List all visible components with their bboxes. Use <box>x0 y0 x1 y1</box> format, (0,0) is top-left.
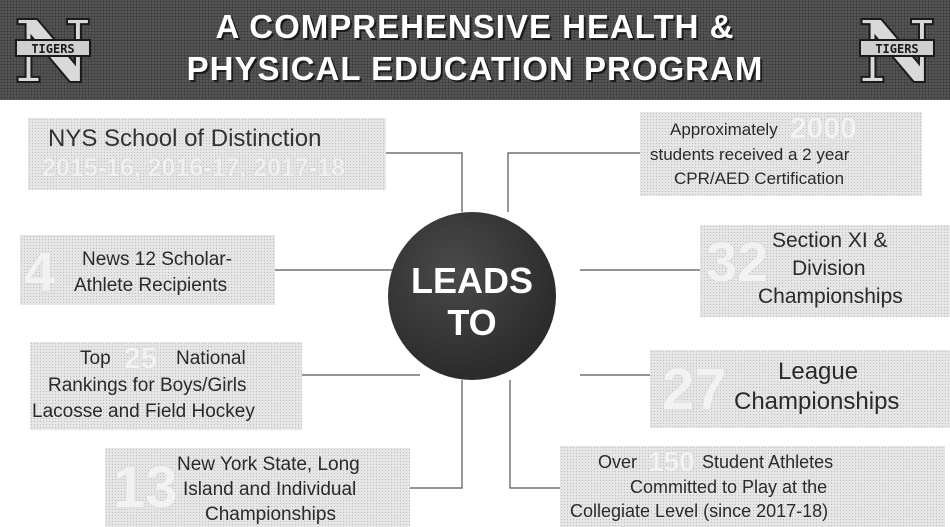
rankings-line2: Rankings for Boys/Girls <box>48 375 247 396</box>
committed-box: Over 150 Student Athletes Committed to P… <box>560 446 945 527</box>
nys-number: 13 <box>113 455 178 520</box>
league-line1: League <box>778 358 859 385</box>
page-title-line1: A COMPREHENSIVE HEALTH & <box>215 8 735 45</box>
cpr-box: Approximately 2000 students received a 2… <box>640 112 922 196</box>
header-banner: N TIGERS A COMPREHENSIVE HEALTH & PHYSIC… <box>0 0 950 100</box>
scholar-line1: News 12 Scholar- <box>82 249 232 270</box>
rankings-box: Top 25 National Rankings for Boys/Girls … <box>30 342 302 430</box>
cpr-number: 2000 <box>790 112 857 145</box>
distinction-title: NYS School of Distinction <box>48 125 322 152</box>
distinction-years: 2015-16, 2016-17, 2017-18 <box>42 154 346 182</box>
section-box: 32 Section XI & Division Championships <box>700 225 950 317</box>
tigers-logo-right: N TIGERS <box>858 10 936 92</box>
scholar-box: 4 News 12 Scholar- Athlete Recipients <box>20 235 275 305</box>
league-number: 27 <box>662 357 727 422</box>
connector-distinction <box>385 152 463 212</box>
rankings-prefix: Top <box>80 348 111 369</box>
section-line2: Division <box>792 257 866 280</box>
scholar-number: 4 <box>24 240 56 303</box>
section-number: 32 <box>706 230 769 293</box>
cpr-prefix: Approximately <box>670 120 778 139</box>
cpr-line3: CPR/AED Certification <box>674 169 845 188</box>
connector-cpr <box>507 152 640 212</box>
page-title-line2: PHYSICAL EDUCATION PROGRAM <box>186 50 764 87</box>
league-line2: Championships <box>734 388 900 415</box>
league-box: 27 League Championships <box>650 350 950 428</box>
committed-line2: Committed to Play at the <box>630 477 828 497</box>
section-line3: Championships <box>758 285 903 308</box>
leads-to-label: LEADS TO <box>410 260 533 343</box>
scholar-line2: Athlete Recipients <box>74 275 228 296</box>
tigers-logo-left: N TIGERS <box>14 10 92 92</box>
nys-line2: Island and Individual <box>183 479 357 500</box>
connector-nys <box>410 380 463 489</box>
section-line1: Section XI & <box>772 229 888 252</box>
committed-line3: Collegiate Level (since 2017-18) <box>570 501 829 521</box>
svg-text:TIGERS: TIGERS <box>31 42 74 56</box>
nys-box: 13 New York State, Long Island and Indiv… <box>105 448 410 527</box>
connector-committed <box>509 380 560 489</box>
cpr-line2: students received a 2 year <box>650 145 850 164</box>
distinction-box: NYS School of Distinction 2015-16, 2016-… <box>28 118 386 190</box>
rankings-number: 25 <box>124 342 158 375</box>
nys-line3: Championships <box>205 504 336 525</box>
svg-text:TIGERS: TIGERS <box>875 42 918 56</box>
rankings-suffix: National <box>176 348 246 369</box>
committed-suffix: Student Athletes <box>702 452 834 472</box>
committed-number: 150 <box>648 446 695 477</box>
leads-to-circle: LEADS TO <box>388 212 556 380</box>
rankings-line3: Lacosse and Field Hockey <box>32 401 255 422</box>
committed-prefix: Over <box>598 452 638 472</box>
nys-line1: New York State, Long <box>177 454 360 475</box>
